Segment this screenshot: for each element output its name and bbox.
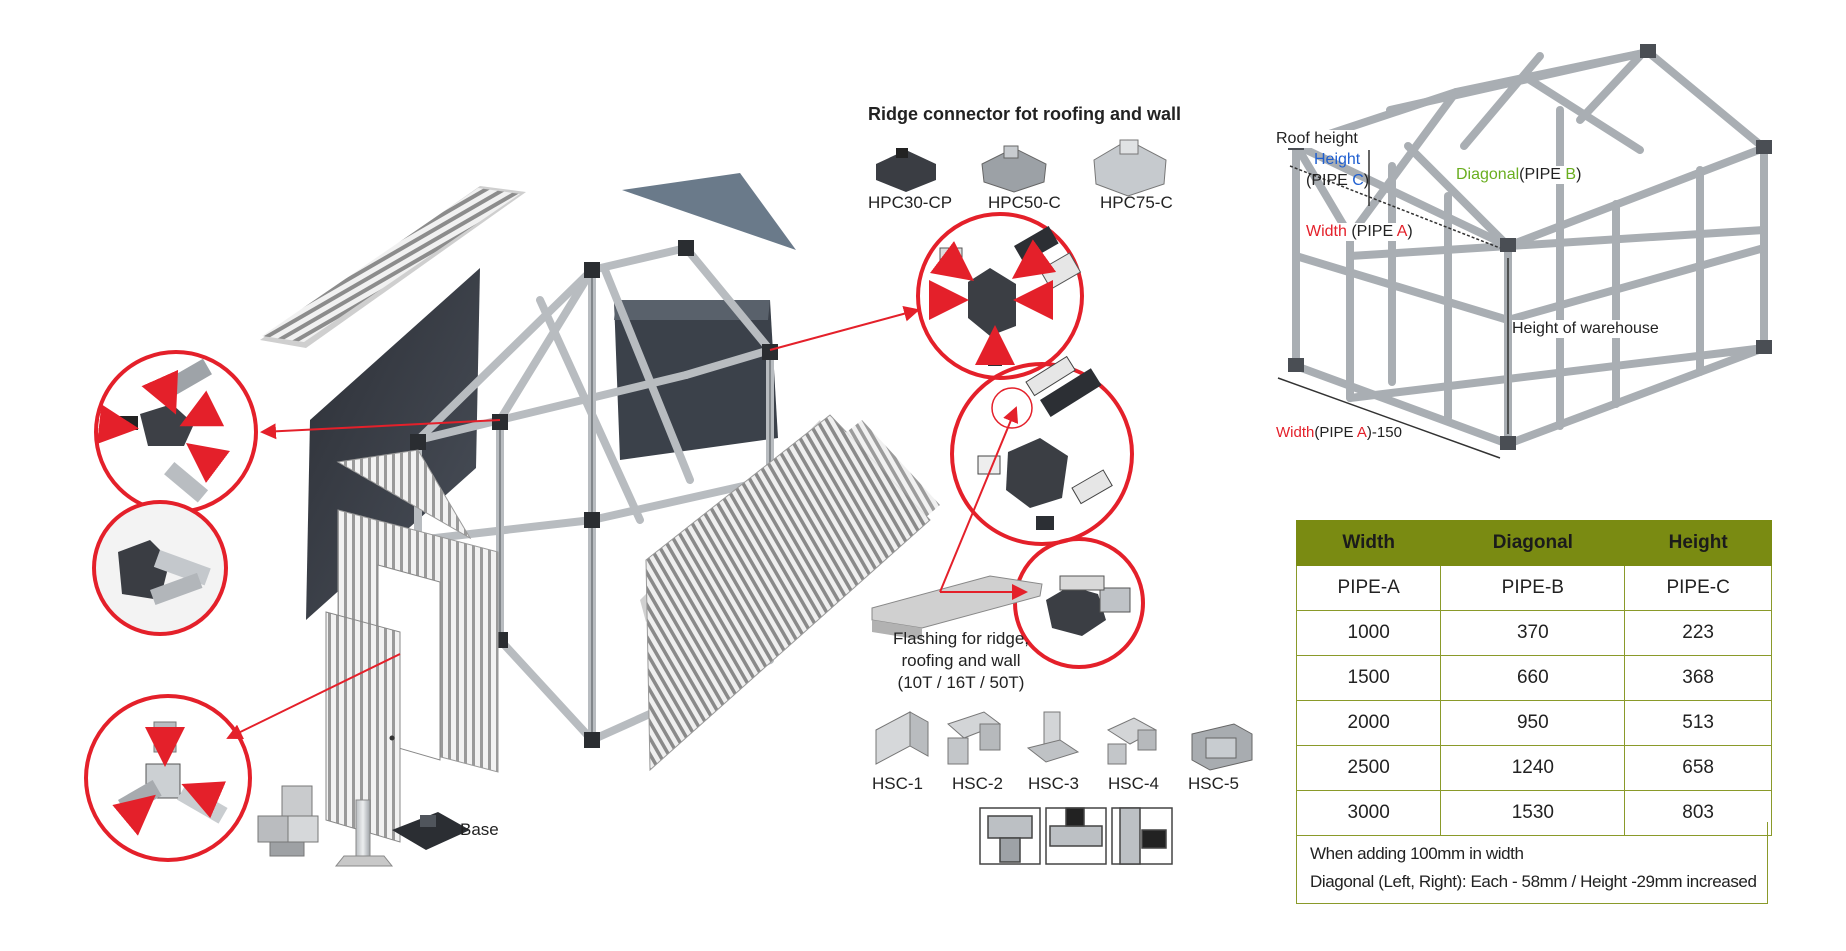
table-cell: 1000 bbox=[1295, 610, 1442, 656]
pipe-b-close: ) bbox=[1576, 166, 1582, 183]
side-connector-label-hsc-4: HSC-4 bbox=[1108, 774, 1160, 793]
table-row: 1000 370 223 bbox=[1295, 610, 1772, 656]
table-cell: PIPE-C bbox=[1624, 565, 1772, 611]
ridge-connector-label-hpc50-c: HPC50-C bbox=[988, 193, 1061, 212]
table-cell: 223 bbox=[1624, 610, 1772, 656]
corner-connector bbox=[257, 785, 319, 857]
table-row: 3000 1530 803 bbox=[1295, 790, 1772, 836]
flashing-caption-line1: Flashing for ridge, bbox=[892, 629, 1030, 648]
table-row: 2500 1240 658 bbox=[1295, 745, 1772, 791]
pipe-c-open: (PIPE bbox=[1306, 172, 1353, 189]
table-cell: 2000 bbox=[1295, 700, 1442, 746]
flashing-caption: Flashing for ridge, roofing and wall (10… bbox=[866, 628, 1056, 694]
detail-circle-ridge-joint bbox=[916, 212, 1084, 380]
diagonal-word: Diagonal bbox=[1456, 166, 1520, 183]
table-cell: 2500 bbox=[1295, 745, 1442, 791]
side-connector-label-hsc-5: HSC-5 bbox=[1188, 774, 1240, 793]
side-connector-hsc-4-icon bbox=[1106, 717, 1158, 765]
detail-circle-roof-joint-inner bbox=[92, 500, 228, 636]
side-connector-label-hsc-2: HSC-2 bbox=[952, 774, 1004, 793]
pipe-spec-table: Width Diagonal Height PIPE-A PIPE-B PIPE… bbox=[1295, 520, 1772, 836]
table-cell: 658 bbox=[1624, 745, 1772, 791]
right-wall-panels bbox=[640, 414, 940, 772]
table-cell: 513 bbox=[1624, 700, 1772, 746]
table-cell: 1500 bbox=[1295, 655, 1442, 701]
spec-table-note: When adding 100mm in width Diagonal (Lef… bbox=[1296, 822, 1768, 904]
ridge-connector-hpc75-c-icon bbox=[1093, 139, 1167, 197]
gable-panel bbox=[622, 173, 796, 250]
table-row: PIPE-A PIPE-B PIPE-C bbox=[1295, 565, 1772, 611]
table-cell: 368 bbox=[1624, 655, 1772, 701]
back-wall-panel bbox=[614, 300, 778, 460]
base-plate bbox=[392, 812, 470, 850]
gable-slat-panel bbox=[336, 449, 472, 540]
table-header-width: Width bbox=[1295, 520, 1442, 566]
pipe-a-letter: A bbox=[1396, 223, 1408, 240]
pipe-b-open: (PIPE bbox=[1519, 166, 1566, 183]
side-connector-label-hsc-3: HSC-3 bbox=[1028, 774, 1080, 793]
pipe-a-close: ) bbox=[1407, 223, 1413, 240]
bracket-install-thumbnails bbox=[979, 807, 1173, 865]
spec-note-line2: Diagonal (Left, Right): Each - 58mm / He… bbox=[1310, 872, 1757, 891]
bottom-width-label: Width(PIPE A)-150 bbox=[1276, 424, 1402, 441]
table-cell: PIPE-A bbox=[1295, 565, 1442, 611]
roof-panel-top bbox=[260, 186, 526, 348]
table-row: 1500 660 368 bbox=[1295, 655, 1772, 701]
base-post bbox=[334, 799, 394, 867]
pipe-c-letter: C bbox=[1352, 172, 1364, 189]
side-connector-hsc-2-icon bbox=[947, 711, 1002, 765]
pipe-b-letter: B bbox=[1565, 166, 1577, 183]
ridge-connector-title: Ridge connector fot roofing and wall bbox=[868, 104, 1181, 124]
table-cell: 1240 bbox=[1440, 745, 1626, 791]
table-cell: 1530 bbox=[1440, 790, 1626, 836]
table-cell: PIPE-B bbox=[1440, 565, 1626, 611]
warehouse-height-label: Height of warehouse bbox=[1512, 320, 1659, 338]
side-connector-hsc-3-icon bbox=[1026, 711, 1080, 763]
spec-note-line1: When adding 100mm in width bbox=[1310, 844, 1524, 863]
ridge-connector-label-hpc30-cp: HPC30-CP bbox=[868, 193, 953, 212]
side-connector-hsc-5-icon bbox=[1191, 723, 1253, 771]
table-cell: 950 bbox=[1440, 700, 1626, 746]
side-connector-hsc-1-icon bbox=[875, 711, 929, 765]
flashing-caption-line2: roofing and wall bbox=[901, 651, 1021, 670]
base-label: Base bbox=[460, 820, 499, 839]
table-cell: 803 bbox=[1624, 790, 1772, 836]
pipe-c-label: (PIPE C) bbox=[1306, 172, 1369, 190]
door-panel bbox=[325, 611, 401, 843]
ridge-connector-hpc30-cp-icon bbox=[876, 148, 936, 192]
detail-circle-wall-joint bbox=[950, 355, 1134, 546]
ridge-connector-label-hpc75-c: HPC75-C bbox=[1100, 193, 1173, 212]
roof-height-label: Roof height bbox=[1276, 130, 1358, 148]
bottom-pipe-letter: A bbox=[1356, 424, 1367, 441]
detail-circle-base-connector bbox=[84, 694, 252, 862]
diagonal-label: Diagonal(PIPE B) bbox=[1456, 166, 1582, 184]
pipe-c-close: ) bbox=[1363, 172, 1370, 189]
bottom-width-word: Width bbox=[1276, 424, 1315, 441]
flashing-caption-line3: (10T / 16T / 50T) bbox=[897, 673, 1025, 692]
side-connector-label-hsc-1: HSC-1 bbox=[872, 774, 924, 793]
width-word: Width bbox=[1306, 223, 1347, 240]
bottom-pipe-close: )-150 bbox=[1366, 424, 1402, 441]
table-header-diagonal: Diagonal bbox=[1440, 520, 1626, 566]
table-header-height: Height bbox=[1624, 520, 1772, 566]
flashing-strip bbox=[871, 575, 1043, 640]
ridge-connector-hpc50-c-icon bbox=[981, 145, 1047, 193]
height-label: Height bbox=[1314, 151, 1361, 168]
frame-diagram-joints bbox=[1288, 44, 1772, 450]
pipe-a-open: (PIPE bbox=[1346, 223, 1397, 240]
table-row: 2000 950 513 bbox=[1295, 700, 1772, 746]
warehouse-frame-diagram bbox=[1292, 48, 1768, 448]
table-cell: 370 bbox=[1440, 610, 1626, 656]
table-cell: 660 bbox=[1440, 655, 1626, 701]
table-header-row: Width Diagonal Height bbox=[1295, 520, 1772, 566]
width-pipe-a-label: Width (PIPE A) bbox=[1306, 223, 1413, 241]
table-cell: 3000 bbox=[1295, 790, 1442, 836]
bottom-pipe-open: (PIPE bbox=[1314, 424, 1357, 441]
